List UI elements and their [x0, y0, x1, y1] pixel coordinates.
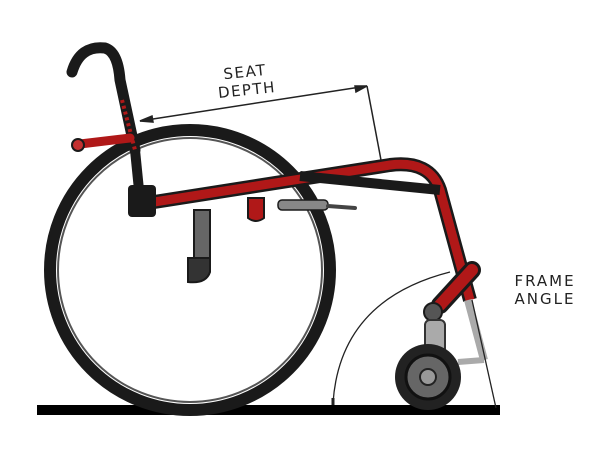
- seat-depth-dimension: [139, 85, 382, 161]
- frame-angle-label-line2: ANGLE: [514, 290, 576, 308]
- rear-wheel: [44, 124, 336, 416]
- axle-block: [128, 185, 156, 217]
- brake-lever: [277, 199, 357, 211]
- seat-clamp: [247, 197, 265, 222]
- footrest-post: [187, 209, 211, 284]
- floor-line: [37, 405, 500, 415]
- frame-angle-label: FRAME ANGLE: [500, 272, 590, 308]
- frame-angle-arc: [331, 271, 497, 409]
- caster-wheel: [395, 344, 461, 410]
- anti-tip-bar: [71, 133, 135, 152]
- frame-angle-label-line1: FRAME: [514, 272, 576, 290]
- main-frame: [133, 157, 477, 302]
